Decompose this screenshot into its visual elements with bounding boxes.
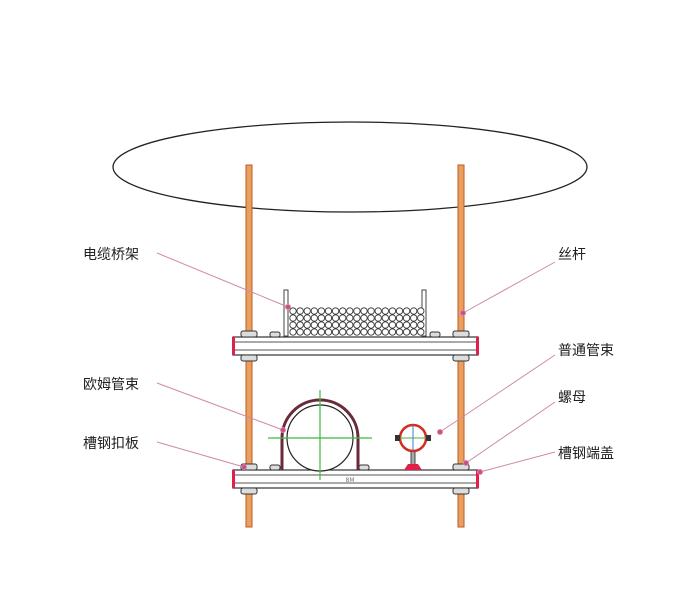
cable: [402, 314, 411, 322]
cable: [410, 328, 418, 336]
cable: [388, 314, 397, 322]
cable: [296, 321, 304, 329]
cable: [402, 307, 411, 315]
cable: [353, 321, 361, 329]
ceiling-ellipse: [112, 121, 588, 213]
cable: [310, 314, 318, 322]
cable-tray: [283, 289, 427, 337]
cable: [310, 328, 318, 336]
label-nut: 螺母: [558, 390, 586, 406]
cable: [346, 328, 354, 336]
cable: [367, 314, 375, 322]
cable: [381, 307, 389, 315]
cable: [367, 321, 375, 329]
cable: [360, 314, 368, 322]
label-threaded-rod: 丝杆: [558, 247, 586, 263]
cable: [296, 314, 304, 322]
nuts: [240, 330, 470, 495]
cable: [410, 307, 418, 315]
cable: [381, 321, 389, 329]
label-standard-clamp: 普通管束: [558, 343, 614, 359]
cable: [339, 328, 347, 336]
cable: [353, 328, 361, 336]
cable: [410, 321, 418, 329]
cable: [339, 321, 347, 329]
cable: [410, 314, 418, 322]
cable: [331, 314, 340, 322]
cable: [374, 307, 382, 315]
cable: [402, 328, 411, 336]
cable: [417, 328, 425, 336]
cable: [395, 307, 404, 315]
cable: [367, 328, 375, 336]
cable: [317, 328, 326, 336]
cable: [296, 307, 304, 315]
cable: [417, 307, 425, 315]
cable: [417, 314, 425, 322]
cable: [346, 314, 354, 322]
cable: [296, 328, 304, 336]
cable: [367, 307, 375, 315]
label-channel-plate: 槽钢扣板: [83, 436, 139, 452]
cable: [374, 321, 382, 329]
cable: [360, 328, 368, 336]
cable: [381, 328, 389, 336]
cable: [395, 314, 404, 322]
channel-mark: 8M: [346, 477, 355, 484]
cable: [346, 307, 354, 315]
lower-channel: [232, 469, 479, 489]
cable: [310, 307, 318, 315]
cable: [289, 321, 297, 329]
cable: [289, 314, 297, 322]
cable: [324, 314, 333, 322]
cable: [317, 307, 326, 315]
cable: [339, 314, 347, 322]
cable: [289, 328, 297, 336]
cable: [388, 321, 397, 329]
cable: [331, 328, 340, 336]
cable: [324, 321, 333, 329]
cable: [374, 314, 382, 322]
cable: [381, 314, 389, 322]
cable: [331, 321, 340, 329]
standard-clamp: [395, 423, 431, 470]
cable: [303, 321, 311, 329]
omega-clamp: [268, 390, 372, 480]
cable: [395, 328, 404, 336]
cable: [353, 307, 361, 315]
cable: [324, 328, 333, 336]
cable: [360, 307, 368, 315]
cable: [374, 328, 382, 336]
cable: [303, 307, 311, 315]
cable: [402, 321, 411, 329]
cable: [346, 321, 354, 329]
cable: [388, 328, 397, 336]
label-omega-clamp: 欧姆管束: [83, 377, 139, 393]
cable: [388, 307, 397, 315]
cable: [324, 307, 333, 315]
cable: [417, 321, 425, 329]
cable: [395, 321, 404, 329]
leader-lines: [156, 252, 556, 475]
label-cable-tray: 电缆桥架: [83, 247, 139, 263]
cable: [289, 307, 297, 315]
cable: [303, 328, 311, 336]
cable: [317, 321, 326, 329]
cable: [339, 307, 347, 315]
cable: [353, 314, 361, 322]
cable: [331, 307, 340, 315]
cable: [360, 321, 368, 329]
cable: [310, 321, 318, 329]
upper-channel: [232, 336, 479, 356]
label-channel-end-cap: 槽钢端盖: [558, 446, 614, 462]
cable: [303, 314, 311, 322]
cable: [317, 314, 326, 322]
